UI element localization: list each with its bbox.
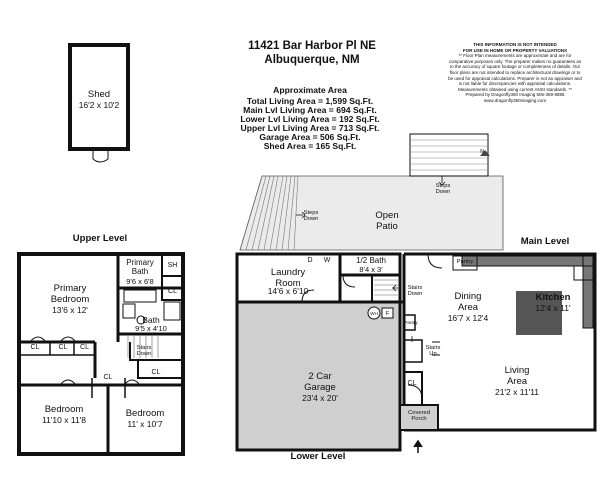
pantry-label: Pantry xyxy=(404,320,418,325)
primary-bath-dim: 9'6 x 6'8 xyxy=(126,277,154,286)
closet-label: CL xyxy=(151,369,161,376)
disclaimer-line: Prepared by Dragonfly360 Imaging 505-359… xyxy=(465,92,565,98)
shower-label: SH xyxy=(167,262,178,269)
upper-level-walls xyxy=(17,252,185,456)
steps-down-label: Steps Down xyxy=(435,183,451,196)
compass-label: N xyxy=(480,149,484,155)
lower-level-walls xyxy=(235,300,439,453)
shed-name: Shed xyxy=(87,89,111,100)
stairs-down-label: Stairs Down xyxy=(136,345,152,358)
primary-bedroom-dim: 13'6 x 12' xyxy=(52,305,88,315)
laundry-dim: 14'6 x 6'10 xyxy=(267,286,309,296)
address-line2: Albuquerque, NM xyxy=(264,54,360,66)
bedroom2-dim: 11' x 10'7 xyxy=(127,419,163,429)
kitchen-dim: 12'4 x 11' xyxy=(535,303,571,313)
disclaimer-line: FOR USE IN HOME OR PROPERTY VALUATIONS xyxy=(462,47,568,53)
half-bath-dim: 8'4 x 3' xyxy=(359,265,383,274)
laundry-name: Laundry Room xyxy=(270,267,306,289)
covered-porch-label: Covered Porch xyxy=(408,410,430,423)
bath-dim: 9'5 x 4'10 xyxy=(135,324,167,333)
primary-bedroom-name: Primary Bedroom xyxy=(50,283,90,305)
bedroom1-name: Bedroom xyxy=(44,404,84,415)
disclaimer-line: Measurements obtained using current ANSI… xyxy=(457,86,573,92)
area-lower: Lower Lvl Living Area = 192 Sq.Ft. xyxy=(240,114,380,124)
dining-dim: 16'7 x 12'4 xyxy=(447,313,489,323)
bedroom2-name: Bedroom xyxy=(125,408,165,419)
steps-down-label: Steps Down xyxy=(303,210,319,223)
disclaimer: THIS INFORMATION IS NOT INTENDED FOR USE… xyxy=(440,42,590,104)
primary-bath-name: Primary Bath xyxy=(126,258,154,276)
closet-label: CL xyxy=(58,344,68,351)
main-level-label: Main Level xyxy=(520,236,570,247)
disclaimer-line: THIS INFORMATION IS NOT INTENDED xyxy=(473,42,557,47)
patio-area xyxy=(239,133,504,251)
area-garage: Garage Area = 506 Sq.Ft. xyxy=(259,132,361,142)
address-line1: 11421 Bar Harbor Pl NE xyxy=(248,40,376,52)
closet-label: CL xyxy=(407,380,417,387)
disclaimer-line: is not liable for discrepancies with app… xyxy=(458,81,572,87)
bedroom1-dim: 11'10 x 11'8 xyxy=(41,415,87,425)
closet-label: CL xyxy=(103,374,113,381)
area-title: Approximate Area xyxy=(273,85,347,95)
garage-name: 2 Car Garage xyxy=(304,371,336,393)
stairs-down-label: Stairs Down xyxy=(407,285,423,298)
disclaimer-line: to the accuracy of square footage or com… xyxy=(449,64,581,70)
patio-name: Open Patio xyxy=(375,210,399,232)
half-bath-name: 1/2 Bath xyxy=(356,256,386,265)
area-shed: Shed Area = 165 Sq.Ft. xyxy=(263,141,357,151)
bath-name: Bath xyxy=(142,315,160,325)
disclaimer-line: www.dragonfly360imaging.com xyxy=(483,97,547,103)
stairs-up-label: Stairs Up xyxy=(425,345,441,358)
upper-level-label: Upper Level xyxy=(72,233,128,244)
area-main: Main Lvl Living Area = 694 Sq.Ft. xyxy=(243,105,377,115)
disclaimer-line: be used for appraisal calculations. Prep… xyxy=(448,75,582,81)
shed-dim: 16'2 x 10'2 xyxy=(78,100,120,110)
living-dim: 21'2 x 11'11 xyxy=(494,387,540,397)
closet-label: CL xyxy=(80,344,89,351)
disclaimer-line: ** Floor Plan measurements are approxima… xyxy=(458,53,572,59)
washer-label: W xyxy=(323,257,331,264)
furnace-label: F xyxy=(385,311,390,317)
living-name: Living Area xyxy=(504,365,530,387)
north-arrow xyxy=(480,150,490,156)
disclaimer-line: comparative purposes only. The preparer … xyxy=(448,58,582,64)
dryer-label: D xyxy=(307,257,313,264)
area-total: Total Living Area = 1,599 Sq.Ft. xyxy=(246,96,374,106)
garage-dim: 23'4 x 20' xyxy=(302,393,338,403)
closet-label: CL xyxy=(30,344,40,351)
disclaimer-line: floor plans are not intended to replace … xyxy=(449,69,581,75)
lower-level-label: Lower Level xyxy=(290,451,346,462)
shed-outline xyxy=(68,43,130,163)
kitchen-name: Kitchen xyxy=(535,292,571,303)
pantry-label: Pantry xyxy=(456,259,474,265)
water-heater-label: WH xyxy=(370,311,378,316)
area-upper: Upper Lvl Living Area = 713 Sq.Ft. xyxy=(240,123,380,133)
dining-name: Dining Area xyxy=(454,291,482,313)
closet-label: CL xyxy=(168,288,177,295)
